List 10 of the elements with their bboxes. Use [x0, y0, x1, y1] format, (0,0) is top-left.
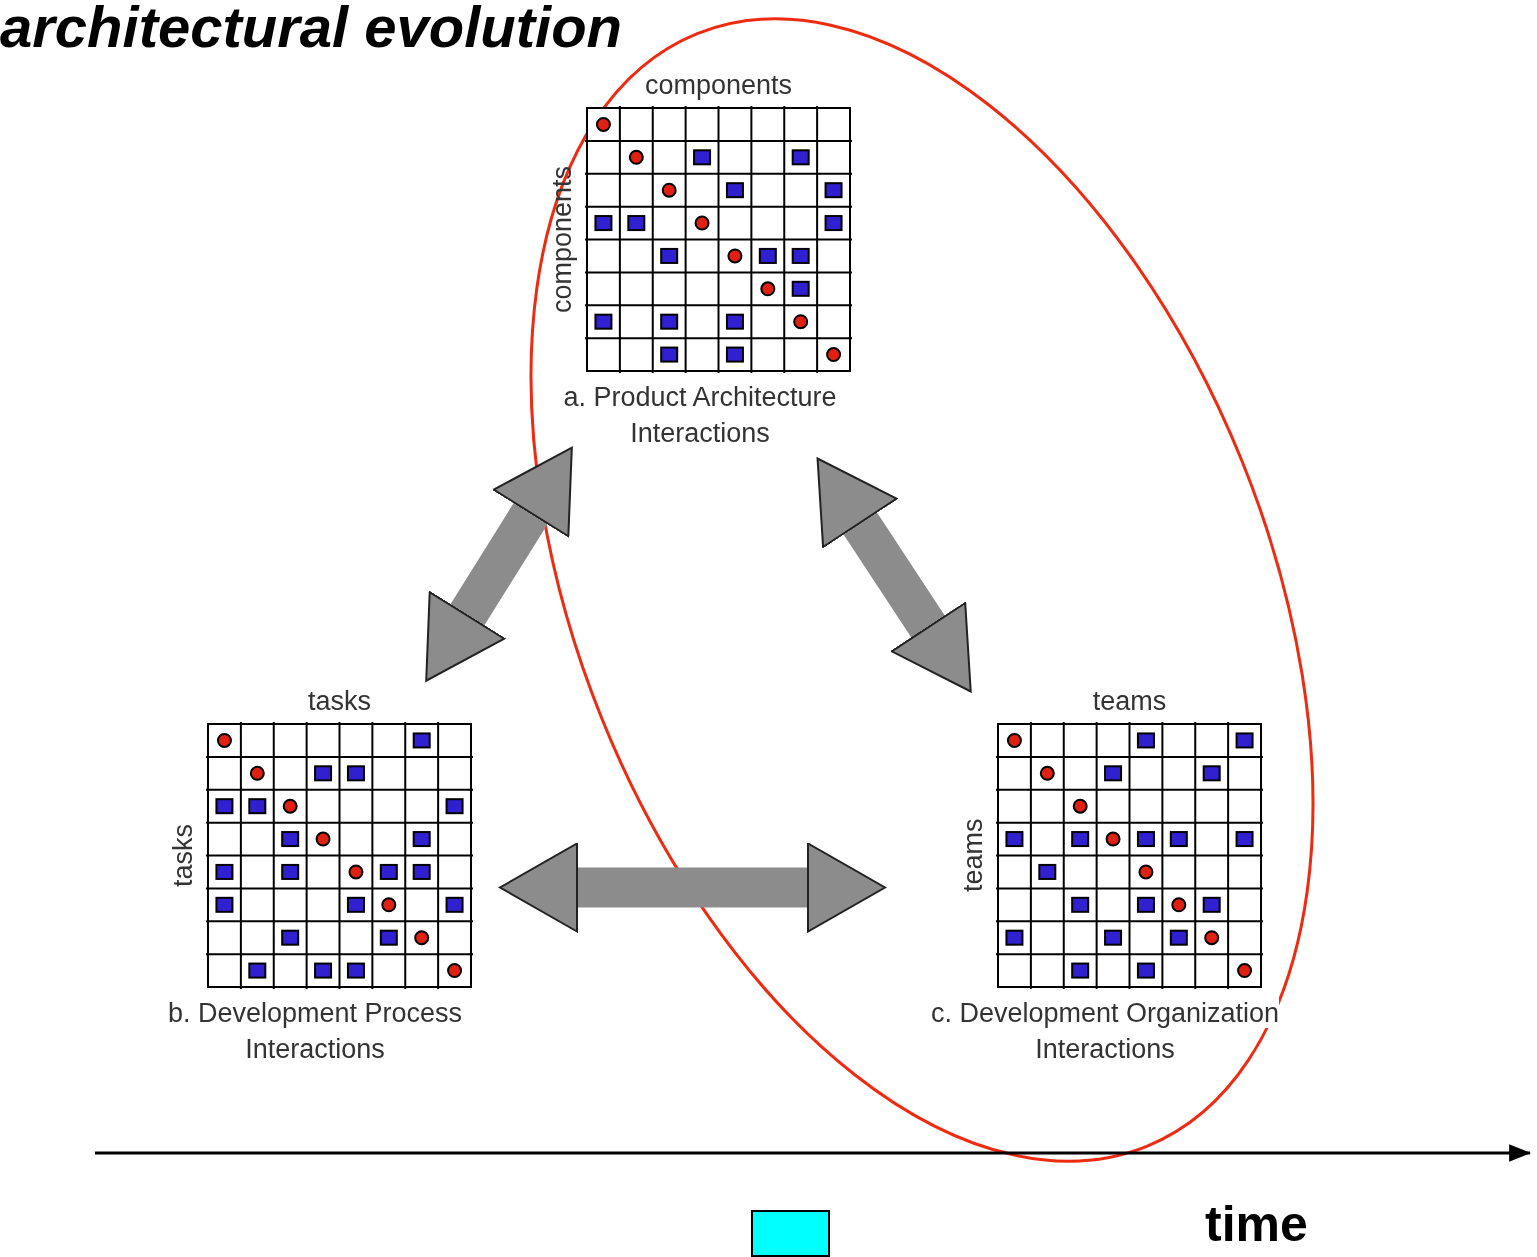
square-marker	[751, 1210, 830, 1257]
row-heading: teams	[958, 817, 988, 895]
column-heading: tasks	[307, 686, 372, 716]
row-heading: components	[547, 164, 577, 316]
column-heading: components	[643, 70, 794, 100]
title: architectural evolution	[0, 0, 623, 58]
column-heading: teams	[1091, 686, 1168, 716]
double-arrow	[499, 842, 886, 933]
axis-label: time	[1205, 1196, 1308, 1252]
row-heading: tasks	[168, 823, 198, 889]
